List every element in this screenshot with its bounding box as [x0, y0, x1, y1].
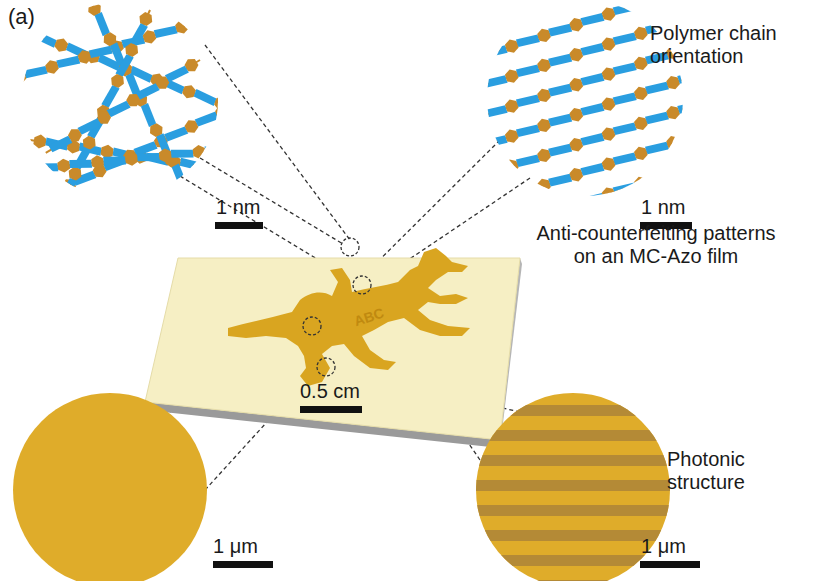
film	[145, 258, 520, 440]
caption-label: Anti-counterfeiting patterns on an MC-Az…	[536, 222, 776, 268]
scale-label: 1 nm	[216, 196, 260, 219]
lizard-pattern	[228, 248, 470, 386]
uniform-region	[13, 393, 207, 581]
disordered-chains	[10, 0, 249, 201]
panel-letter: (a)	[8, 4, 35, 29]
caption-label: Photonic structure	[667, 448, 787, 494]
sample-spots	[303, 238, 371, 376]
scale-label: 0.5 cm	[300, 380, 360, 403]
scale-bars	[213, 222, 700, 568]
caption-label: Polymer chain orientation	[650, 22, 825, 68]
scale-label: 1 nm	[641, 196, 685, 219]
scale-label: 1 μm	[213, 535, 258, 558]
scale-label: 1 μm	[641, 535, 686, 558]
